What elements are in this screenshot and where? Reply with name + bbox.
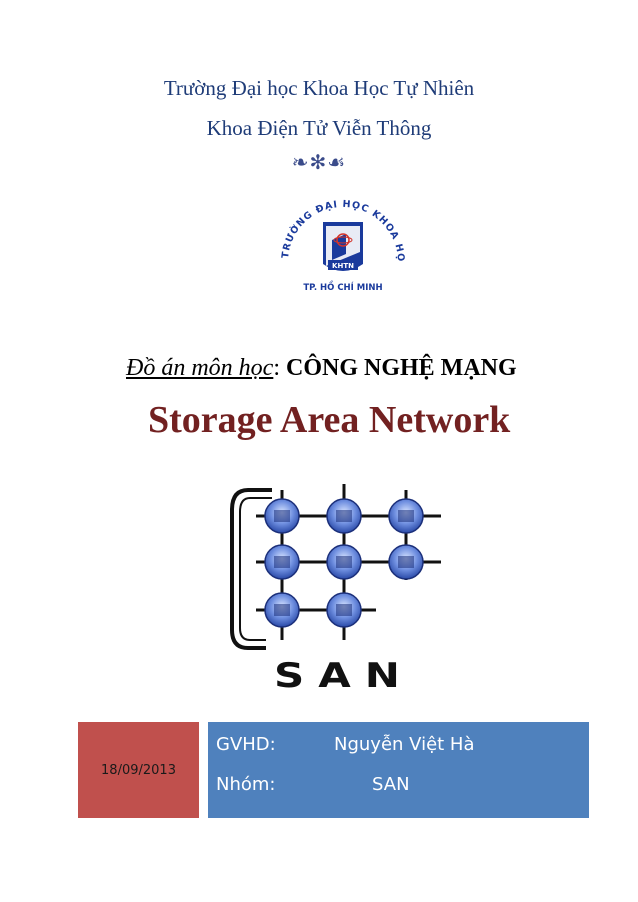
university-logo: TRƯỜNG ĐẠI HỌC KHOA HỌC TỰ NHIÊN KHTN TP… [268,182,405,293]
network-node-icon [264,498,300,534]
logo-badge: KHTN [332,262,354,270]
date-box: 18/09/2013 [78,722,199,818]
network-node-icon [326,498,362,534]
university-name: Trường Đại học Khoa Học Tự Nhiên [163,76,475,100]
group-label: Nhóm: [216,774,276,795]
date-text: 18/09/2013 [101,762,176,778]
network-node-icon [388,498,424,534]
subtitle-line: Đồ án môn học: CÔNG NGHỆ MẠNG [126,355,517,382]
faculty-name: Khoa Điện Tử Viễn Thông [206,116,432,140]
logo-city-text: TP. HỒ CHÍ MINH [303,280,382,293]
course-name: CÔNG NGHỆ MẠNG [286,355,517,381]
network-node-icon [264,544,300,580]
advisor-name: Nguyễn Việt Hà [334,734,475,755]
san-nodes [264,498,424,628]
network-node-icon [388,544,424,580]
advisor-label: GVHD: [216,734,276,755]
group-name: SAN [372,774,410,795]
network-node-icon [264,592,300,628]
decorative-ornament-icon: ❧✻☙ [291,152,347,174]
san-label: SAN [274,656,414,692]
logo-atom-icon [336,233,350,247]
subtitle-prefix: Đồ án môn học [126,355,274,381]
subtitle-separator: : [273,355,286,381]
network-node-icon [326,544,362,580]
san-network-graphic: SAN [230,484,441,692]
main-title: Storage Area Network [148,399,511,441]
network-node-icon [326,592,362,628]
info-box: GVHD: Nguyễn Việt Hà Nhóm: SAN [208,722,589,818]
